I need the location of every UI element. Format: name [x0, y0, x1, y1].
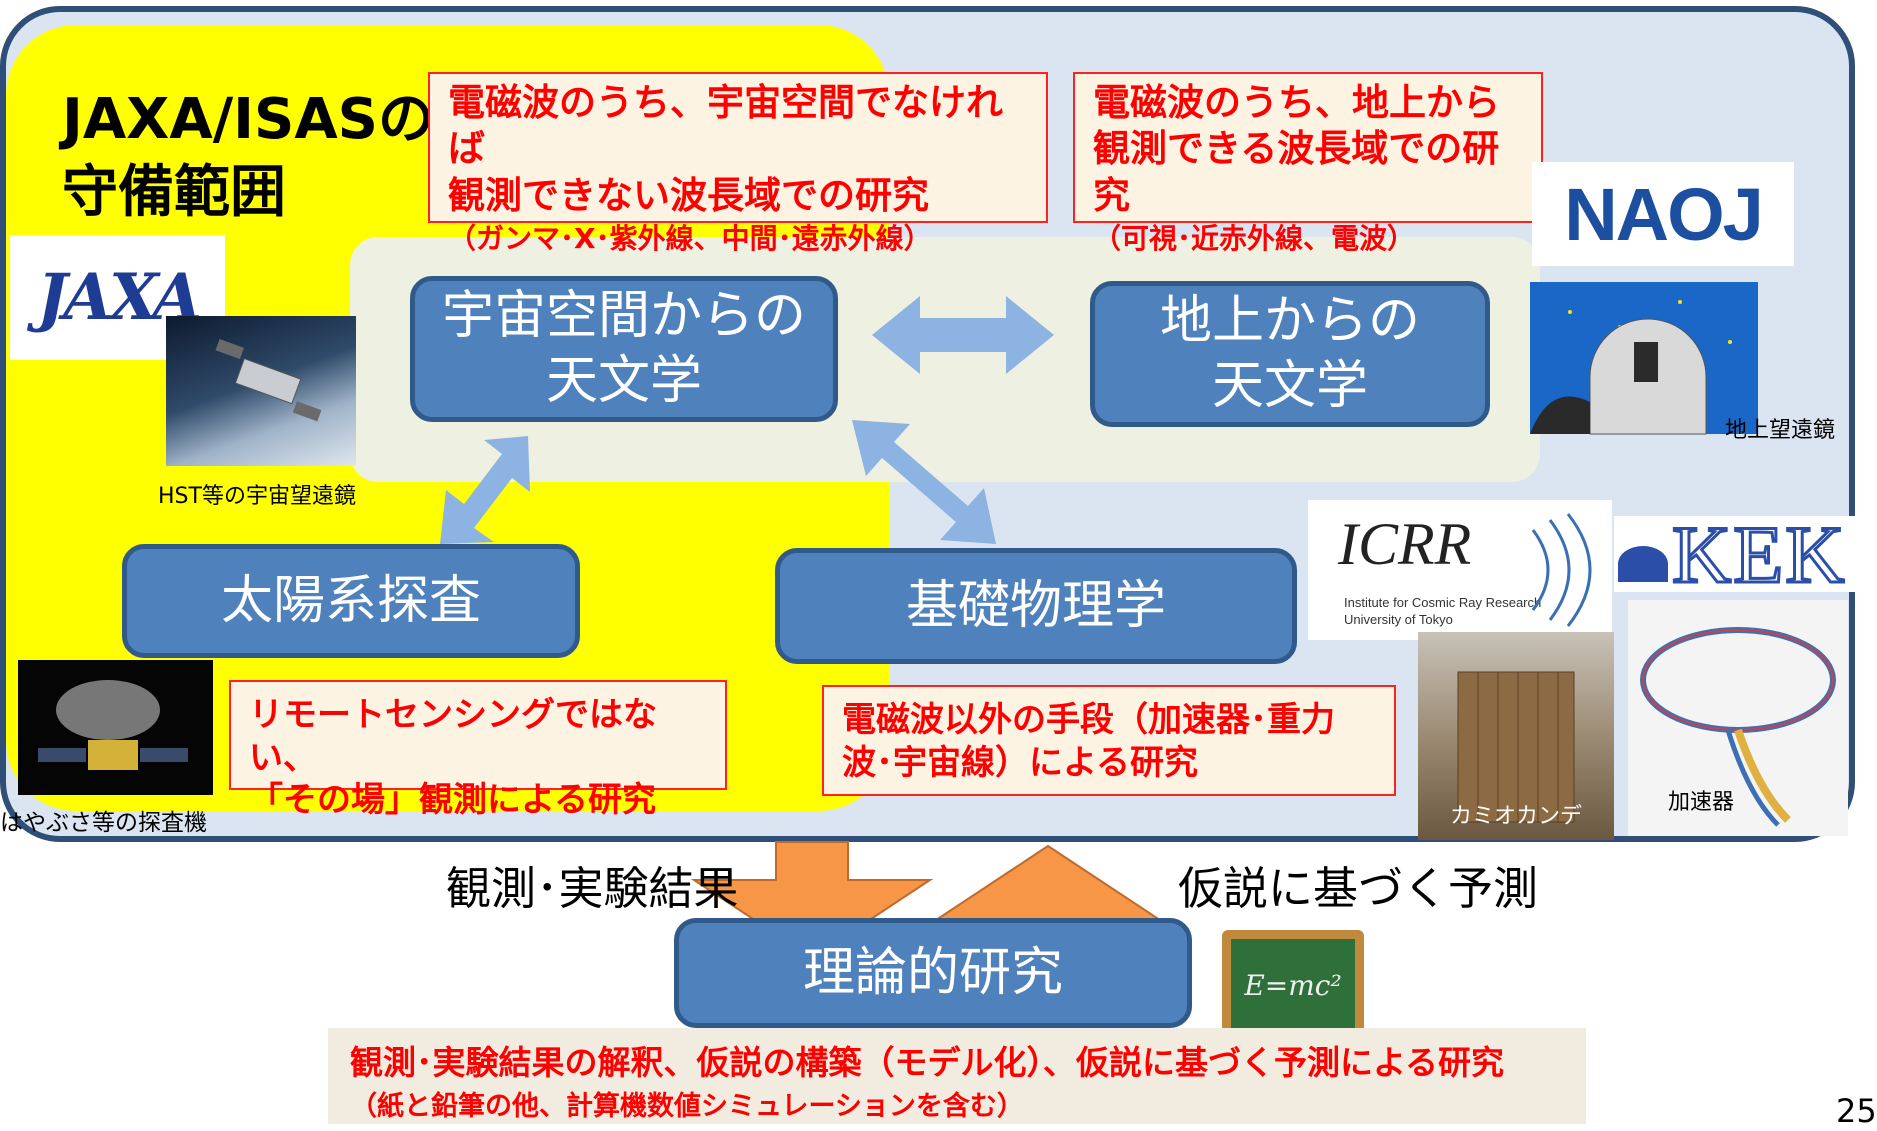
space-physics-arrow [852, 420, 996, 544]
space-astronomy-line-1: 宇宙空間からの [441, 286, 806, 346]
hayabusa-photo [18, 660, 213, 795]
hayabusa-caption: はやぶさ等の探査機 [0, 810, 207, 836]
space-astronomy-line-2: 天文学 [545, 351, 702, 411]
scope-title: JAXA/ISASの 守備範囲 [62, 84, 434, 230]
solar-system-label: 太陽系探査 [220, 570, 481, 631]
in-situ-note: リモートセンシングではない、 「その場」観測による研究 [229, 680, 727, 820]
ground-telescope-photo [1530, 282, 1758, 435]
in-situ-line-2: 「その場」観測による研究 [249, 780, 656, 820]
space-ground-arrow [872, 296, 1054, 374]
space-note-line-1: 電磁波のうち、宇宙空間でなければ [448, 81, 1003, 171]
kamiokande-photo [1418, 632, 1614, 840]
theory-description-line-2: （紙と鉛筆の他、計算機数値シミュレーションを含む） [350, 1091, 1024, 1122]
kamiokande-caption: カミオカンデ [1450, 804, 1583, 829]
blackboard-formula: E=mc² [1244, 968, 1342, 1002]
hst-photo [166, 316, 356, 466]
title-line-1: JAXA/ISASの [62, 87, 434, 152]
icrr-logo-text: ICRR [1338, 511, 1472, 577]
ground-astronomy-box: 地上からの 天文学 [1090, 281, 1490, 427]
page-number: 25 [1836, 1092, 1877, 1130]
non-em-line-2: 波･宇宙線）による研究 [842, 742, 1198, 783]
detector-icon [1457, 671, 1575, 823]
non-em-note: 電磁波以外の手段（加速器･重力 波･宇宙線）による研究 [822, 685, 1396, 796]
theory-description-line-1: 観測･実験結果の解釈、仮説の構築（モデル化）、仮説に基づく予測による研究 [350, 1043, 1505, 1082]
hst-icon [215, 338, 322, 422]
accelerator-caption: 加速器 [1668, 790, 1735, 815]
kek-logo-text: KEK [1671, 508, 1847, 602]
observatory-icon [1530, 300, 1732, 435]
naoj-logo: NAOJ [1532, 162, 1794, 266]
title-line-2: 守備範囲 [62, 159, 286, 225]
icrr-subtitle-2: University of Tokyo [1344, 612, 1453, 627]
space-wavelength-note: 電磁波のうち、宇宙空間でなければ 観測できない波長域での研究 （ガンマ･X･紫外… [428, 72, 1048, 255]
space-solar-arrow [440, 436, 530, 544]
theoretical-research-label: 理論的研究 [802, 942, 1063, 1003]
accelerator-photo [1628, 600, 1848, 836]
blackboard-image: E=mc² [1222, 930, 1364, 1040]
probe-icon [38, 680, 188, 770]
non-em-line-1: 電磁波以外の手段（加速器･重力 [842, 700, 1335, 740]
space-note-line-3: （ガンマ･X･紫外線、中間･遠赤外線） [448, 221, 932, 255]
hst-caption: HST等の宇宙望遠鏡 [158, 484, 356, 509]
results-label: 観測･実験結果 [446, 862, 739, 915]
kek-logo: KEK [1614, 508, 1865, 602]
ground-telescope-caption: 地上望遠鏡 [1725, 418, 1836, 443]
ground-astronomy-line-1: 地上からの [1159, 291, 1420, 351]
in-situ-line-1: リモートセンシングではない、 [249, 695, 657, 778]
accelerator-ring-icon [1640, 627, 1836, 827]
prediction-label: 仮説に基づく予測 [1178, 862, 1539, 915]
icrr-subtitle-1: Institute for Cosmic Ray Research [1344, 595, 1542, 610]
solar-system-exploration-box: 太陽系探査 [122, 544, 580, 658]
theoretical-research-box: 理論的研究 [674, 918, 1192, 1028]
icrr-wave-icon [1531, 513, 1592, 627]
naoj-logo-text: NAOJ [1564, 172, 1764, 256]
jaxa-logo: JAXA [10, 235, 225, 360]
ground-note-line-3: （可視･近赤外線、電波） [1093, 221, 1416, 255]
icrr-logo: ICRR Institute for Cosmic Ray Research U… [1308, 500, 1612, 640]
ground-note-line-2: 観測できる波長域での研究 [1093, 127, 1500, 217]
ground-note-line-1: 電磁波のうち、地上から [1093, 81, 1500, 124]
fundamental-physics-label: 基礎物理学 [905, 575, 1166, 636]
space-astronomy-box: 宇宙空間からの 天文学 [410, 276, 838, 422]
ground-wavelength-note: 電磁波のうち、地上から 観測できる波長域での研究 （可視･近赤外線、電波） [1073, 72, 1543, 255]
space-note-line-2: 観測できない波長域での研究 [448, 173, 929, 217]
ground-astronomy-line-2: 天文学 [1211, 356, 1368, 416]
theory-description: 観測･実験結果の解釈、仮説の構築（モデル化）、仮説に基づく予測による研究 （紙と… [328, 1028, 1586, 1124]
fundamental-physics-box: 基礎物理学 [775, 548, 1297, 664]
